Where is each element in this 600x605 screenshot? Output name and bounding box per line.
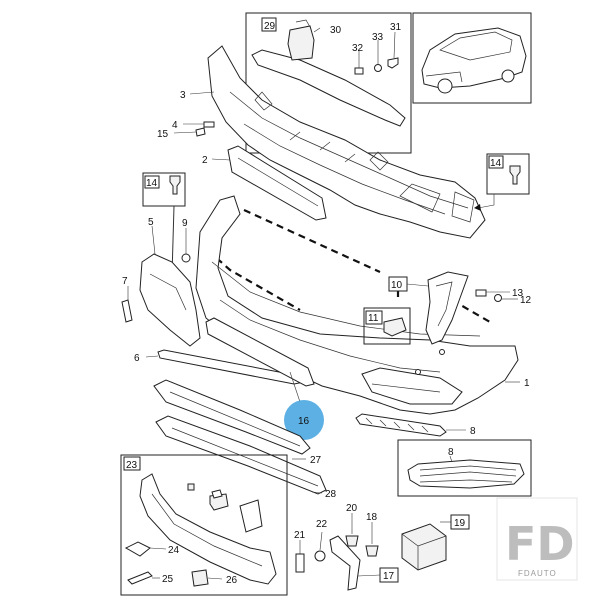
- clip-kit-19: [401, 523, 447, 571]
- callout-26: 26: [226, 575, 238, 586]
- callout-25: 25: [162, 574, 174, 585]
- watermark-caption: FDAUTO: [518, 569, 557, 578]
- callout-13: 13: [512, 288, 524, 299]
- callout-18: 18: [366, 512, 378, 523]
- callout-1: 1: [524, 378, 530, 389]
- detail-box-23: [120, 454, 288, 596]
- callout-14-left: 14: [146, 178, 158, 189]
- callout-22: 22: [316, 519, 328, 530]
- callout-19: 19: [454, 518, 466, 529]
- watermark-logo: FD FDAUTO: [496, 497, 578, 581]
- detail-box-11: [363, 307, 411, 345]
- callout-24: 24: [168, 545, 180, 556]
- callout-7: 7: [122, 276, 128, 287]
- callout-27: 27: [310, 455, 322, 466]
- callout-15: 15: [157, 129, 169, 140]
- callout-28: 28: [325, 489, 337, 500]
- callout-16: 16: [298, 416, 310, 427]
- callout-30: 30: [330, 25, 342, 36]
- car-thumbnail: [412, 12, 532, 104]
- callout-6: 6: [134, 353, 140, 364]
- callout-box-14-left: [144, 175, 160, 189]
- callout-20: 20: [346, 503, 358, 514]
- callout-9: 9: [182, 218, 188, 229]
- dashed-connector-a: [243, 208, 381, 274]
- callout-21: 21: [294, 530, 306, 541]
- callout-5: 5: [148, 217, 154, 228]
- callout-14-right: 14: [490, 158, 502, 169]
- callout-box-14-right: [488, 155, 504, 169]
- skid-plate-27: [153, 379, 311, 455]
- callout-4: 4: [172, 120, 178, 131]
- callout-12: 12: [520, 295, 532, 306]
- callout-box-23: [123, 456, 141, 471]
- callout-3: 3: [180, 90, 186, 101]
- detail-box-29: [245, 12, 412, 154]
- callout-17: 17: [383, 571, 395, 582]
- callout-box-11: [365, 310, 383, 325]
- highlight-circle: [284, 400, 324, 440]
- detail-box-8: [397, 439, 532, 497]
- callout-8: 8: [470, 426, 476, 437]
- callout-2: 2: [202, 155, 208, 166]
- callout-box-29: [261, 17, 277, 32]
- lower-grille-strip-16: [205, 317, 315, 387]
- callout-31: 31: [390, 22, 402, 33]
- watermark-logo-text: FD: [505, 517, 575, 571]
- detail-box-14-right: [486, 153, 530, 195]
- license-plate-holder: [227, 145, 327, 221]
- callout-33: 33: [372, 32, 384, 43]
- callout-32: 32: [352, 43, 364, 54]
- grille-8: [355, 413, 447, 437]
- detail-box-14-left: [142, 172, 186, 207]
- callout-23: 23: [126, 460, 138, 471]
- callout-11: 11: [368, 313, 379, 324]
- callout-8-detail: 8: [448, 447, 454, 458]
- callout-10: 10: [391, 280, 403, 291]
- bracket-17: [329, 535, 361, 591]
- dashed-connector-d: [451, 299, 491, 323]
- callout-29: 29: [264, 21, 276, 32]
- bumper-frame: [207, 45, 486, 239]
